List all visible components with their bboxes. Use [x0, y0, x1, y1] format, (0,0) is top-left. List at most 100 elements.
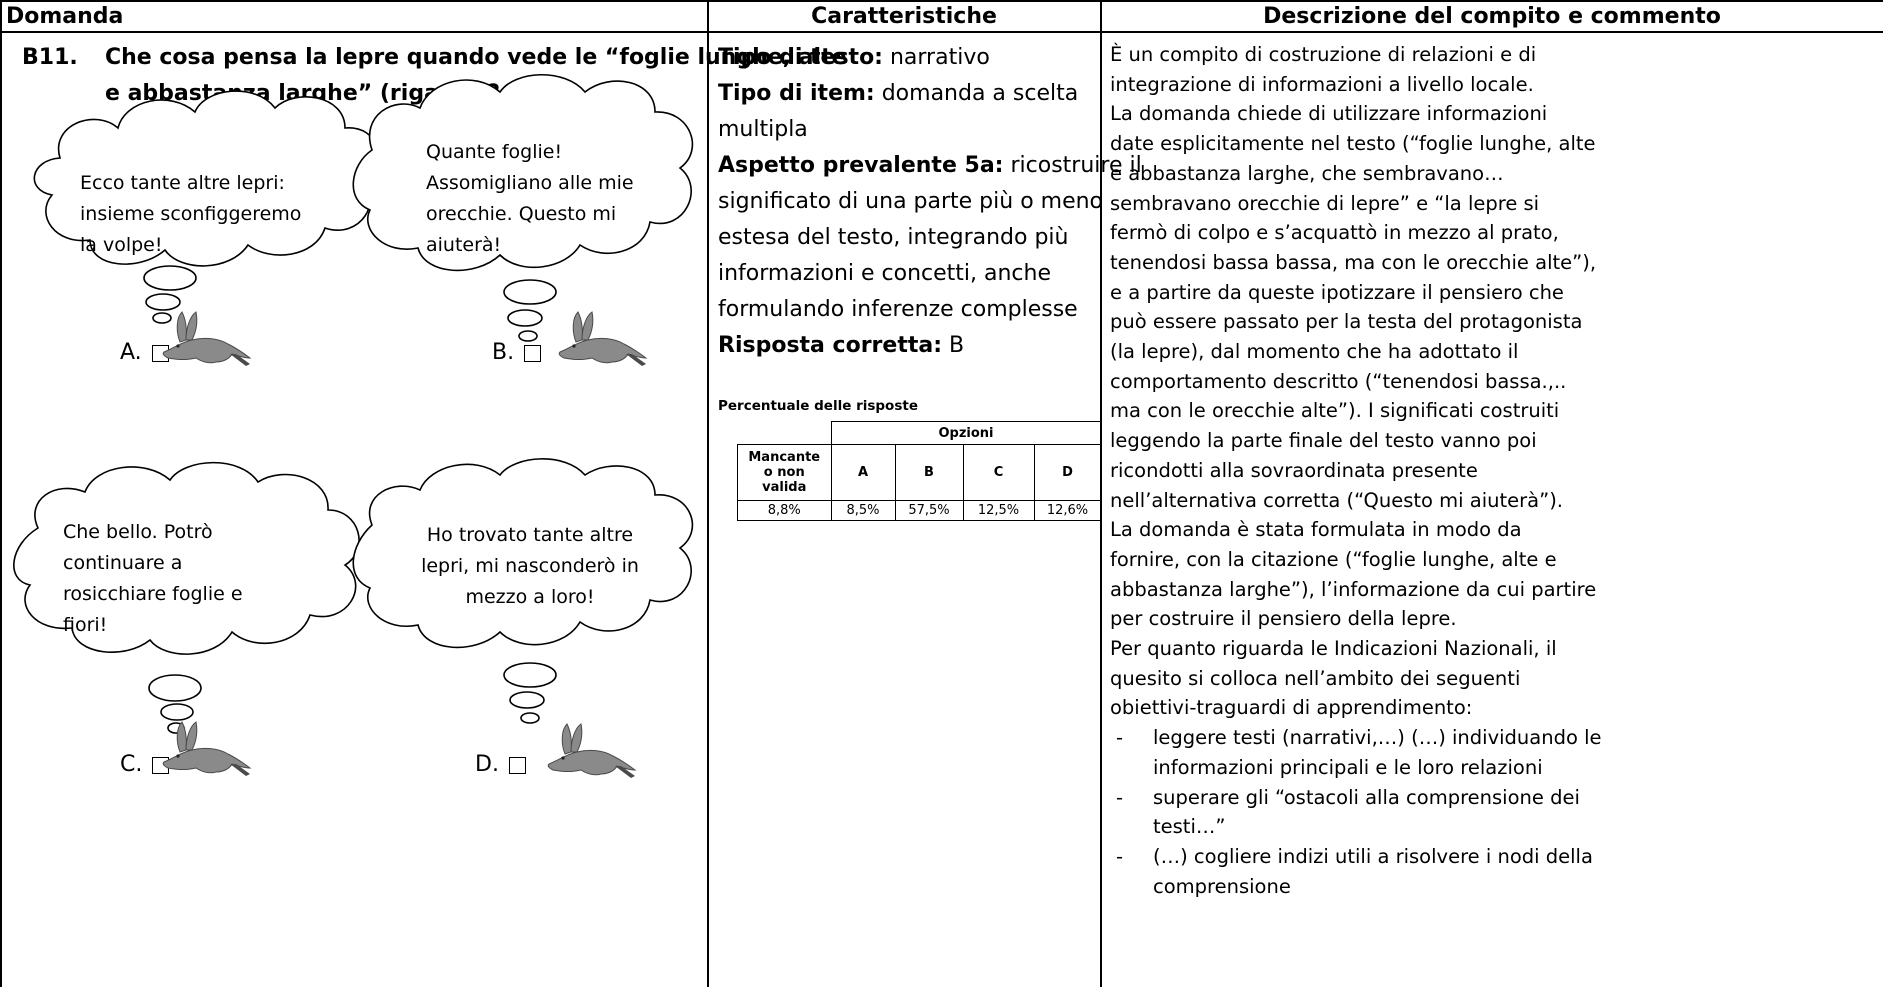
description-line: ma con le orecchie alte”). I significati… — [1110, 399, 1560, 423]
description-line: leggendo la parte finale del testo vanno… — [1110, 429, 1537, 453]
column-divider-1 — [707, 0, 709, 987]
percent-table: Opzioni Mancante o non valida A B C D 8,… — [737, 421, 1102, 521]
percent-table-empty-cell — [737, 421, 832, 445]
percent-table-caption: Percentuale delle risposte — [718, 398, 918, 414]
tipo-item: Tipo di item: domanda a scelta — [718, 76, 1078, 112]
bubble-c-line-3: rosicchiare foglie e — [63, 583, 243, 605]
header-bottom-border — [0, 31, 1883, 33]
option-d[interactable]: D. — [475, 752, 526, 777]
aspetto-line-3: informazioni e concetti, anche — [718, 261, 1052, 286]
percent-table-header-a: A — [830, 444, 896, 501]
description-line: integrazione di informazioni a livello l… — [1110, 72, 1534, 96]
bullet-line: comprensione — [1153, 874, 1291, 898]
bubble-d-line-2: lepri, mi nasconderò in — [421, 555, 639, 577]
hare-icon — [558, 311, 648, 366]
description-line: La domanda è stata formulata in modo da — [1110, 518, 1522, 542]
description-line: ricondotti alla sovraordinata presente — [1110, 458, 1478, 482]
description-line: comportamento descritto (“tenendosi bass… — [1110, 369, 1567, 393]
bullet-dash: - — [1116, 785, 1124, 809]
bubble-b-line-4: aiuterà! — [426, 234, 502, 256]
thought-cloud-a — [33, 90, 379, 324]
percent-table-header-c: C — [962, 444, 1035, 501]
description-line: e abbastanza larghe, che sembravano… — [1110, 161, 1504, 185]
risposta-corretta: Risposta corretta: B — [718, 328, 964, 364]
bubble-a-line-2: insieme sconfiggeremo — [80, 203, 302, 225]
description-line: abbastanza larghe”), l’informazione da c… — [1110, 577, 1597, 601]
bullet-line: (…) cogliere indizi utili a risolvere i … — [1153, 844, 1593, 868]
aspetto-prevalente: Aspetto prevalente 5a: ricostruire il — [718, 148, 1142, 184]
description-line: e a partire da queste ipotizzare il pens… — [1110, 280, 1564, 304]
description-line: fermò di colpo e s’acquattò in mezzo al … — [1110, 221, 1559, 245]
hare-icon — [162, 311, 252, 366]
percent-table-cell: 8,8% — [737, 500, 832, 521]
bubble-b-line-2: Assomigliano alle mie — [426, 172, 634, 194]
description-line: per costruire il pensiero della lepre. — [1110, 607, 1457, 631]
aspetto-line-2: estesa del testo, integrando più — [718, 225, 1069, 250]
bullet-dash: - — [1116, 726, 1124, 750]
thought-cloud-b — [352, 74, 694, 342]
aspetto-label: Aspetto prevalente 5a: — [718, 153, 1004, 178]
option-c-label: C. — [120, 752, 143, 777]
tipo-testo-value: narrativo — [882, 45, 990, 70]
percent-table-opzioni-header: Opzioni — [830, 421, 1102, 445]
table-left-border — [0, 0, 2, 987]
bubble-a-line-1: Ecco tante altre lepri: — [80, 172, 285, 194]
description-line: Per quanto riguarda le Indicazioni Nazio… — [1110, 637, 1557, 660]
percent-table-cell: 57,5% — [894, 500, 964, 521]
description-line: date esplicitamente nel testo (“foglie l… — [1110, 132, 1596, 156]
description-line: sembravano orecchie di lepre” e “la lepr… — [1110, 191, 1540, 215]
tipo-item-label: Tipo di item: — [718, 81, 875, 106]
description-line: È un compito di costruzione di relazioni… — [1110, 43, 1537, 66]
option-b-label: B. — [492, 340, 515, 365]
percent-table-missing-header: Mancante o non valida — [737, 444, 832, 501]
description-line: (la lepre), dal momento che ha adottato … — [1110, 340, 1519, 363]
bullet-line: superare gli “ostacoli alla comprensione… — [1153, 785, 1580, 809]
bubble-c-line-1: Che bello. Potrò — [63, 521, 213, 543]
option-d-label: D. — [475, 752, 499, 777]
header-domanda: Domanda — [6, 4, 124, 29]
risposta-label: Risposta corretta: — [718, 333, 943, 358]
hare-icon — [547, 723, 637, 778]
option-b-checkbox[interactable] — [524, 344, 542, 362]
tipo-item-value-cont: multipla — [718, 117, 808, 142]
description-line: quesito si colloca nell’ambito dei segue… — [1110, 666, 1521, 690]
percent-table-cell: 12,5% — [962, 500, 1035, 521]
description-line: tenendosi bassa bassa, ma con le orecchi… — [1110, 250, 1597, 274]
description-line: può essere passato per la testa del prot… — [1110, 310, 1583, 334]
thought-cloud-d — [352, 458, 694, 724]
bullet-line: testi…” — [1153, 815, 1226, 839]
option-a[interactable]: A. — [120, 340, 169, 365]
description-line: fornire, con la citazione (“foglie lungh… — [1110, 547, 1557, 571]
tipo-item-value: domanda a scelta — [874, 81, 1079, 106]
option-c[interactable]: C. — [120, 752, 170, 777]
thought-cloud-c — [13, 461, 360, 734]
option-a-label: A. — [120, 340, 142, 365]
percent-table-header-b: B — [894, 444, 964, 501]
tipo-testo-label: Tipo di testo: — [718, 45, 883, 70]
question-number: B11. — [22, 45, 78, 70]
aspetto-line-1: significato di una parte più o meno — [718, 189, 1104, 214]
risposta-value: B — [942, 333, 965, 358]
header-descrizione: Descrizione del compito e commento — [1263, 4, 1721, 29]
bullet-dash: - — [1116, 844, 1124, 868]
bubble-b-line-3: orecchie. Questo mi — [426, 203, 617, 225]
description-line: obiettivi-traguardi di apprendimento: — [1110, 696, 1473, 720]
hare-icon — [162, 721, 252, 776]
aspetto-value: ricostruire il — [1003, 153, 1142, 178]
percent-table-cell: 12,6% — [1033, 500, 1102, 521]
bubble-a-line-3: la volpe! — [80, 234, 163, 256]
bubble-c-line-4: fiori! — [63, 614, 108, 636]
bullet-line: leggere testi (narrativi,…) (…) individu… — [1153, 726, 1602, 750]
description-line: nell’alternativa corretta (“Questo mi ai… — [1110, 488, 1563, 512]
bubble-d-line-3: mezzo a loro! — [465, 586, 595, 608]
table-top-border — [0, 0, 1883, 2]
bubble-d-line-1: Ho trovato tante altre — [426, 524, 634, 546]
option-b[interactable]: B. — [492, 340, 542, 365]
option-d-checkbox[interactable] — [508, 756, 526, 774]
header-caratteristiche: Caratteristiche — [811, 4, 997, 29]
description-line: La domanda chiede di utilizzare informaz… — [1110, 102, 1548, 126]
question-line-1: Che cosa pensa la lepre quando vede le “… — [105, 45, 847, 70]
percent-table-cell: 8,5% — [830, 500, 896, 521]
bubble-b-line-1: Quante foglie! — [426, 141, 563, 163]
bullet-line: informazioni principali e le loro relazi… — [1153, 755, 1543, 779]
